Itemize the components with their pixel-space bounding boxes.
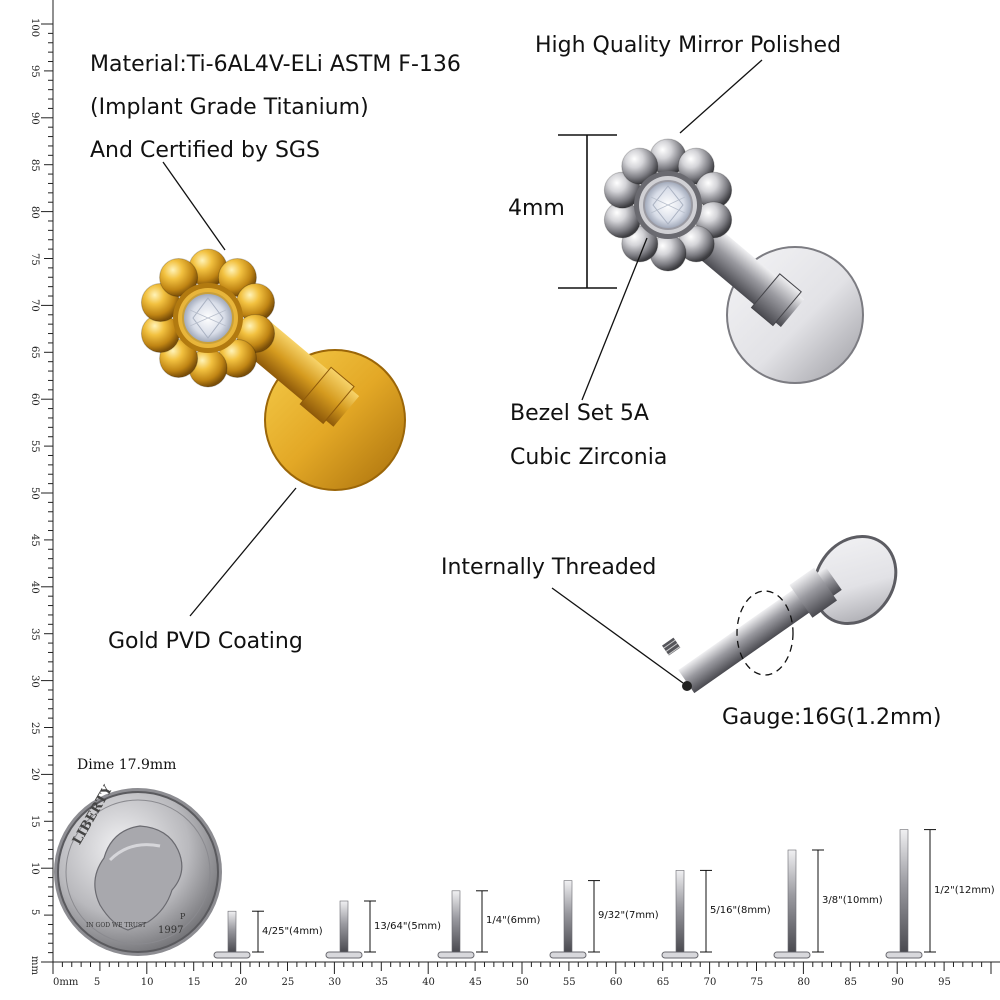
ruler-bottom-label: 65 — [656, 977, 670, 988]
coin-motto-text: IN GOD WE TRUST — [86, 922, 147, 929]
ruler-left-label: 65 — [29, 346, 40, 360]
ruler-bottom-label: 15 — [187, 977, 201, 988]
gold-labret-piercing — [140, 248, 406, 491]
ruler-bottom-label: 70 — [703, 977, 717, 988]
ruler-bottom-label: 90 — [891, 977, 904, 988]
ruler-bottom-label: 45 — [469, 977, 482, 988]
gauge-label: Gauge:16G(1.2mm) — [722, 705, 942, 730]
flower-ball — [621, 147, 659, 185]
bottom-ruler — [52, 961, 1000, 974]
ruler-left-label: 90 — [29, 111, 40, 125]
ruler-left-label: 80 — [29, 205, 40, 219]
size-dimension-bracket — [558, 134, 617, 289]
internally-threaded-label: Internally Threaded — [441, 555, 657, 580]
ruler-bottom-label: 50 — [516, 977, 529, 988]
left-ruler — [41, 0, 54, 963]
ruler-left-label: 100 — [29, 18, 40, 38]
length-label: 9/32"(7mm) — [598, 910, 659, 922]
coin-year-text: 1997 — [158, 925, 184, 936]
ruler-left-label: 85 — [29, 158, 40, 172]
length-label: 13/64"(5mm) — [374, 920, 442, 932]
ruler-left-label: 10 — [29, 862, 40, 875]
ruler-bottom-label: 5 — [93, 977, 101, 988]
ruler-bottom-label: 0mm — [53, 977, 79, 988]
ruler-left-label: 95 — [29, 64, 40, 78]
length-pin — [549, 880, 600, 959]
dime-coin — [54, 788, 222, 956]
material-label-line3: And Certified by SGS — [90, 138, 320, 163]
ruler-left-label: 25 — [29, 721, 40, 735]
length-pin — [437, 890, 488, 959]
length-label: 4/25"(4mm) — [262, 925, 323, 937]
bezel-label-line1: Bezel Set 5A — [510, 401, 649, 426]
ruler-bottom-label: 35 — [375, 977, 389, 988]
length-pins — [213, 829, 936, 959]
ruler-bottom-label: 10 — [140, 977, 154, 988]
ruler-left-label: mm — [29, 956, 40, 975]
ruler-bottom-label: 95 — [938, 977, 951, 988]
size-label: 4mm — [508, 196, 565, 221]
coin-mint-mark: P — [180, 912, 186, 921]
ruler-bottom-label: 25 — [281, 977, 295, 988]
ruler-left-label: 30 — [29, 674, 40, 688]
length-label: 3/8"(10mm) — [822, 895, 883, 906]
ruler-bottom-label: 80 — [797, 977, 811, 988]
ruler-left-label: 60 — [29, 393, 40, 406]
length-label: 1/4"(6mm) — [486, 915, 541, 927]
ruler-left-label: 40 — [29, 580, 40, 594]
ruler-bottom-label: 55 — [562, 977, 576, 988]
material-label-line2: (Implant Grade Titanium) — [90, 95, 369, 120]
threaded-post — [662, 534, 898, 694]
ruler-bottom-label: 20 — [234, 977, 248, 988]
length-pin — [661, 869, 712, 959]
length-label: 1/2"(12mm) — [934, 884, 995, 896]
ruler-left-label: 5 — [29, 909, 40, 916]
ruler-left-label: 45 — [29, 533, 40, 547]
length-pin — [213, 910, 264, 959]
bezel-label-line2: Cubic Zirconia — [510, 445, 668, 470]
pointer-lines — [162, 59, 763, 684]
ruler-left-label: 15 — [29, 815, 40, 829]
gold-coating-label: Gold PVD Coating — [108, 629, 303, 654]
silver-labret-piercing — [603, 138, 864, 384]
material-label-line1: Material:Ti-6AL4V-ELi ASTM F-136 — [90, 52, 461, 77]
ruler-left-label: 55 — [29, 440, 40, 453]
mirror-polished-label: High Quality Mirror Polished — [535, 33, 842, 58]
ruler-left-label: 70 — [29, 299, 40, 313]
ruler-bottom-label: 60 — [609, 977, 623, 988]
length-pin — [885, 829, 936, 959]
ruler-left-label: 35 — [29, 627, 40, 641]
ruler-left-label: 50 — [29, 487, 40, 500]
length-label: 5/16"(8mm) — [710, 905, 771, 917]
length-pin — [773, 849, 824, 959]
ruler-bottom-label: 75 — [750, 977, 764, 988]
dime-label: Dime 17.9mm — [77, 757, 177, 773]
length-pin — [325, 900, 376, 959]
ruler-left-label: 20 — [29, 768, 40, 782]
flower-ball — [159, 258, 199, 298]
ruler-bottom-label: 30 — [328, 977, 342, 988]
ruler-bottom-label: 40 — [422, 977, 435, 988]
ruler-left-label: 75 — [29, 252, 40, 266]
ruler-bottom-label: 85 — [844, 977, 858, 988]
